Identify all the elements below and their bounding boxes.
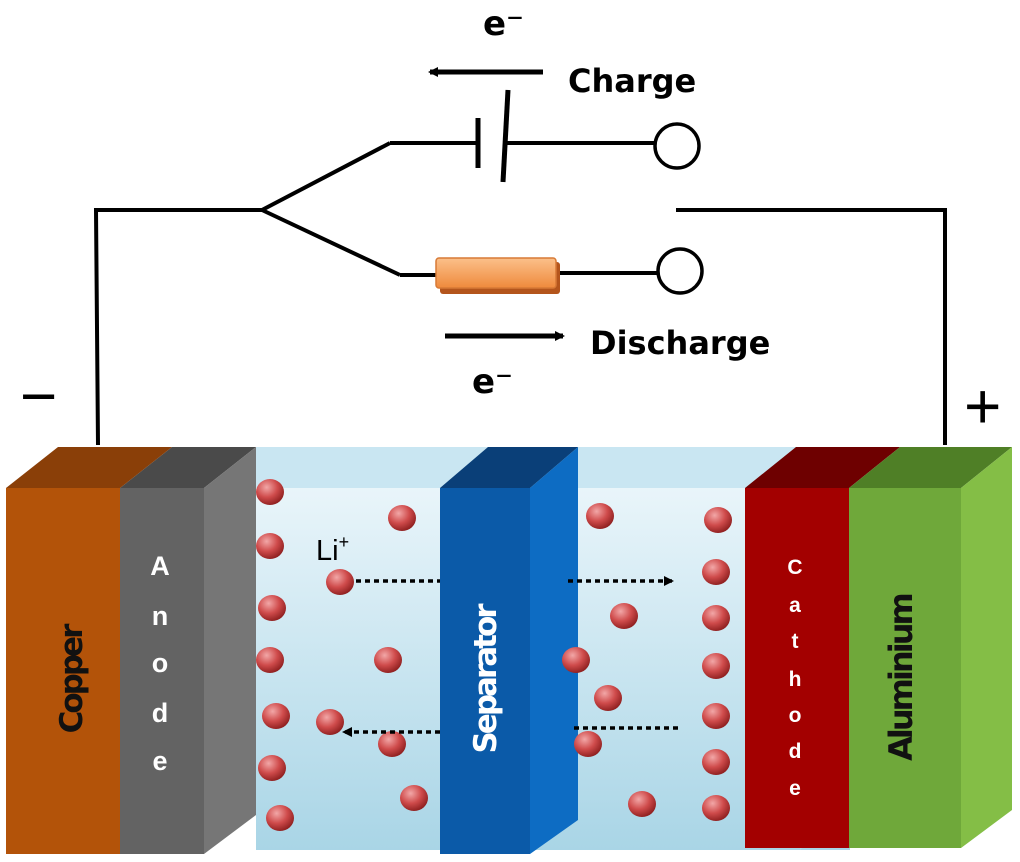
negative-terminal-label: − bbox=[20, 360, 57, 432]
lithium-ion bbox=[256, 479, 284, 505]
lithium-ion bbox=[704, 507, 732, 533]
lithium-ion bbox=[610, 603, 638, 629]
anode-letter: e bbox=[152, 746, 167, 776]
discharge-label: Discharge bbox=[590, 324, 770, 362]
lithium-ion bbox=[562, 647, 590, 673]
lithium-ion bbox=[400, 785, 428, 811]
charge-terminal-icon bbox=[653, 122, 701, 170]
cathode-letter: C bbox=[787, 556, 802, 579]
cathode-letter: o bbox=[789, 704, 802, 727]
lithium-ion bbox=[628, 791, 656, 817]
charge-label: Charge bbox=[568, 62, 696, 100]
copper-label: Copper bbox=[54, 623, 90, 733]
resistor-icon bbox=[435, 257, 560, 294]
discharge-branch-wire bbox=[261, 208, 401, 277]
cathode-layer bbox=[745, 447, 900, 848]
electron-label-top: e⁻ bbox=[483, 4, 524, 44]
anode-letter: n bbox=[152, 601, 169, 631]
positive-terminal-label: + bbox=[964, 370, 1001, 442]
separator-layer bbox=[440, 447, 578, 854]
discharge-terminal-icon bbox=[656, 247, 704, 295]
lithium-ion bbox=[702, 605, 730, 631]
aluminium-label: Aluminium bbox=[882, 594, 920, 760]
lithium-ion bbox=[586, 503, 614, 529]
copper-layer bbox=[6, 447, 172, 854]
lithium-ions bbox=[256, 479, 732, 831]
ion-label-charge: + bbox=[339, 532, 350, 552]
battery-cell: Copper Separator Aluminium A n o d e C a… bbox=[6, 447, 1012, 854]
lithium-ion bbox=[702, 653, 730, 679]
lithium-ion bbox=[378, 731, 406, 757]
anode-letter: A bbox=[150, 551, 170, 581]
cathode-letter: d bbox=[789, 740, 802, 763]
aluminium-layer bbox=[849, 447, 1012, 848]
right-wire bbox=[676, 208, 947, 445]
lithium-ion bbox=[702, 749, 730, 775]
charge-branch-wire bbox=[261, 141, 391, 212]
lithium-ion bbox=[266, 805, 294, 831]
lithium-ion bbox=[326, 569, 354, 595]
cathode-letter: t bbox=[792, 630, 799, 653]
lithium-ion bbox=[256, 533, 284, 559]
lithium-ion bbox=[258, 595, 286, 621]
electron-label-bottom: e⁻ bbox=[472, 362, 513, 402]
lithium-ion bbox=[594, 685, 622, 711]
lithium-ion bbox=[316, 709, 344, 735]
lithium-ion bbox=[574, 731, 602, 757]
lithium-ion bbox=[258, 755, 286, 781]
external-circuit bbox=[93, 89, 947, 446]
cathode-letter: a bbox=[789, 594, 801, 617]
anode-layer bbox=[120, 447, 256, 854]
cathode-letter: e bbox=[789, 777, 801, 800]
cathode-letter: h bbox=[789, 668, 802, 691]
lithium-ion bbox=[256, 647, 284, 673]
anode-letter: d bbox=[152, 698, 169, 728]
lithium-ion bbox=[388, 505, 416, 531]
lithium-ion bbox=[702, 795, 730, 821]
battery-symbol-long-plate bbox=[500, 89, 511, 183]
cathode-label: C a t h o d e bbox=[787, 556, 802, 800]
separator-label: Separator bbox=[468, 603, 504, 754]
lithium-ion bbox=[702, 559, 730, 585]
lithium-ion bbox=[374, 647, 402, 673]
anode-letter: o bbox=[152, 648, 169, 678]
ion-label: Li+ bbox=[316, 532, 349, 567]
left-wire bbox=[93, 208, 262, 446]
anode-label: A n o d e bbox=[150, 551, 170, 776]
lithium-ion bbox=[702, 703, 730, 729]
lithium-ion bbox=[262, 703, 290, 729]
ion-label-base: Li bbox=[316, 535, 339, 567]
ion-flow-arrows bbox=[342, 576, 678, 737]
